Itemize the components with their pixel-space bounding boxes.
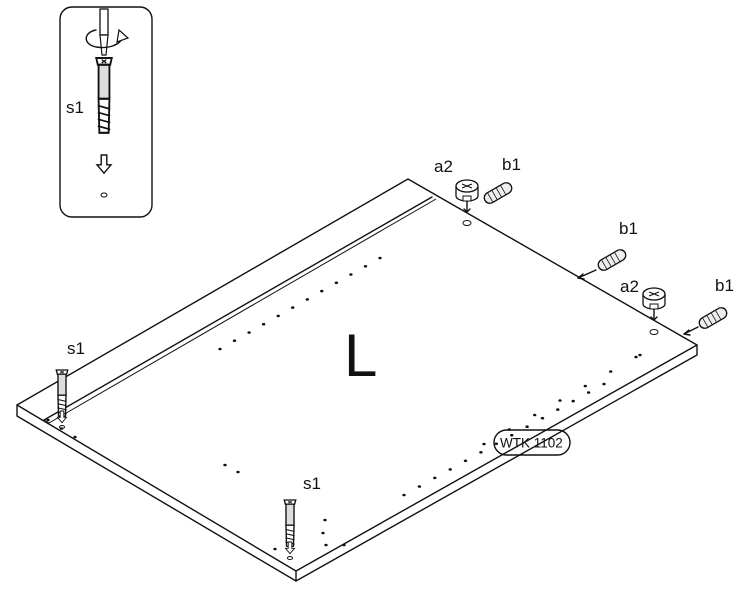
callout-a2-top: a2 xyxy=(434,157,453,176)
hole-row-lower xyxy=(479,451,483,454)
callout-b1-middle: b1 xyxy=(619,219,638,238)
hole-row-upper xyxy=(276,314,280,318)
callout-b1-top: b1 xyxy=(502,155,521,174)
hole-row-upper xyxy=(378,256,382,260)
hole-pair-left xyxy=(223,463,227,467)
hole-row-upper xyxy=(305,298,309,301)
hole-row-lower xyxy=(417,485,422,488)
hole-row-lower xyxy=(540,416,545,420)
hole-row-upper xyxy=(349,273,353,276)
hole-pattern xyxy=(46,256,642,551)
hole-row-lower-right xyxy=(558,399,562,402)
inset-screw xyxy=(95,56,113,134)
rotate-clockwise-icon xyxy=(85,28,130,49)
arrow-down-icon xyxy=(96,154,112,174)
cam-a2-right xyxy=(642,287,666,335)
inset-hole xyxy=(100,192,108,198)
hole-row-lower xyxy=(494,442,498,446)
callout-s1-bottom: s1 xyxy=(303,474,321,493)
panel-code-tag: WTK 1102 xyxy=(493,429,571,456)
hole-row-lower xyxy=(433,476,437,480)
hole-row-lower xyxy=(525,425,529,429)
hole-row-upper xyxy=(363,265,368,268)
hole-row-lower xyxy=(463,459,468,463)
hole-single xyxy=(323,518,327,522)
hole-row-lower-right xyxy=(634,355,638,359)
hole-row-lower xyxy=(402,493,406,497)
hole-edge-left xyxy=(73,435,77,439)
hole-row-upper xyxy=(247,331,251,334)
screwdriver-icon xyxy=(99,8,109,56)
callout-s1-left: s1 xyxy=(67,339,85,358)
inset-detail-box: s1 xyxy=(59,6,153,218)
hole-row-upper xyxy=(218,347,222,351)
screw-s1-left xyxy=(55,369,69,429)
dowel-b1-right xyxy=(683,305,730,336)
hole-row-lower-right xyxy=(533,413,537,417)
hole-row-lower xyxy=(602,382,606,386)
hole-row-lower xyxy=(586,391,591,394)
hole-row-lower xyxy=(571,399,575,403)
panel-board xyxy=(16,178,698,582)
hole-row-lower-right xyxy=(609,370,613,373)
inset-screw-label: s1 xyxy=(66,98,84,117)
callout-a2-right: a2 xyxy=(620,277,639,296)
hole-row-upper xyxy=(320,289,324,293)
hole-row-lower xyxy=(510,433,514,437)
dowel-b1-top xyxy=(481,180,515,206)
hole-row-upper xyxy=(334,281,339,285)
panel-letter: L xyxy=(344,322,377,389)
hole-pair-bottom xyxy=(342,543,346,547)
hole-row-lower xyxy=(556,408,560,411)
hole-single xyxy=(324,543,328,547)
hole-pair-bottom xyxy=(321,531,325,535)
screw-s1-bottom xyxy=(283,499,297,560)
hole-edge-left xyxy=(46,418,50,422)
hole-pair-left xyxy=(236,470,240,474)
hole-row-lower-right xyxy=(583,384,587,388)
hole-row-upper xyxy=(291,306,295,309)
panel-code: WTK 1102 xyxy=(500,436,563,451)
dowel-b1-middle xyxy=(577,247,629,280)
hole-edge-right xyxy=(638,353,642,357)
cam-a2-top xyxy=(455,179,479,226)
hole-row-upper xyxy=(232,339,237,343)
hole-edge-bottom xyxy=(273,547,277,551)
callout-b1-right: b1 xyxy=(715,276,734,295)
hole-row-upper xyxy=(261,322,266,326)
hole-row-lower-right xyxy=(482,442,486,446)
hole-row-lower xyxy=(448,468,452,471)
